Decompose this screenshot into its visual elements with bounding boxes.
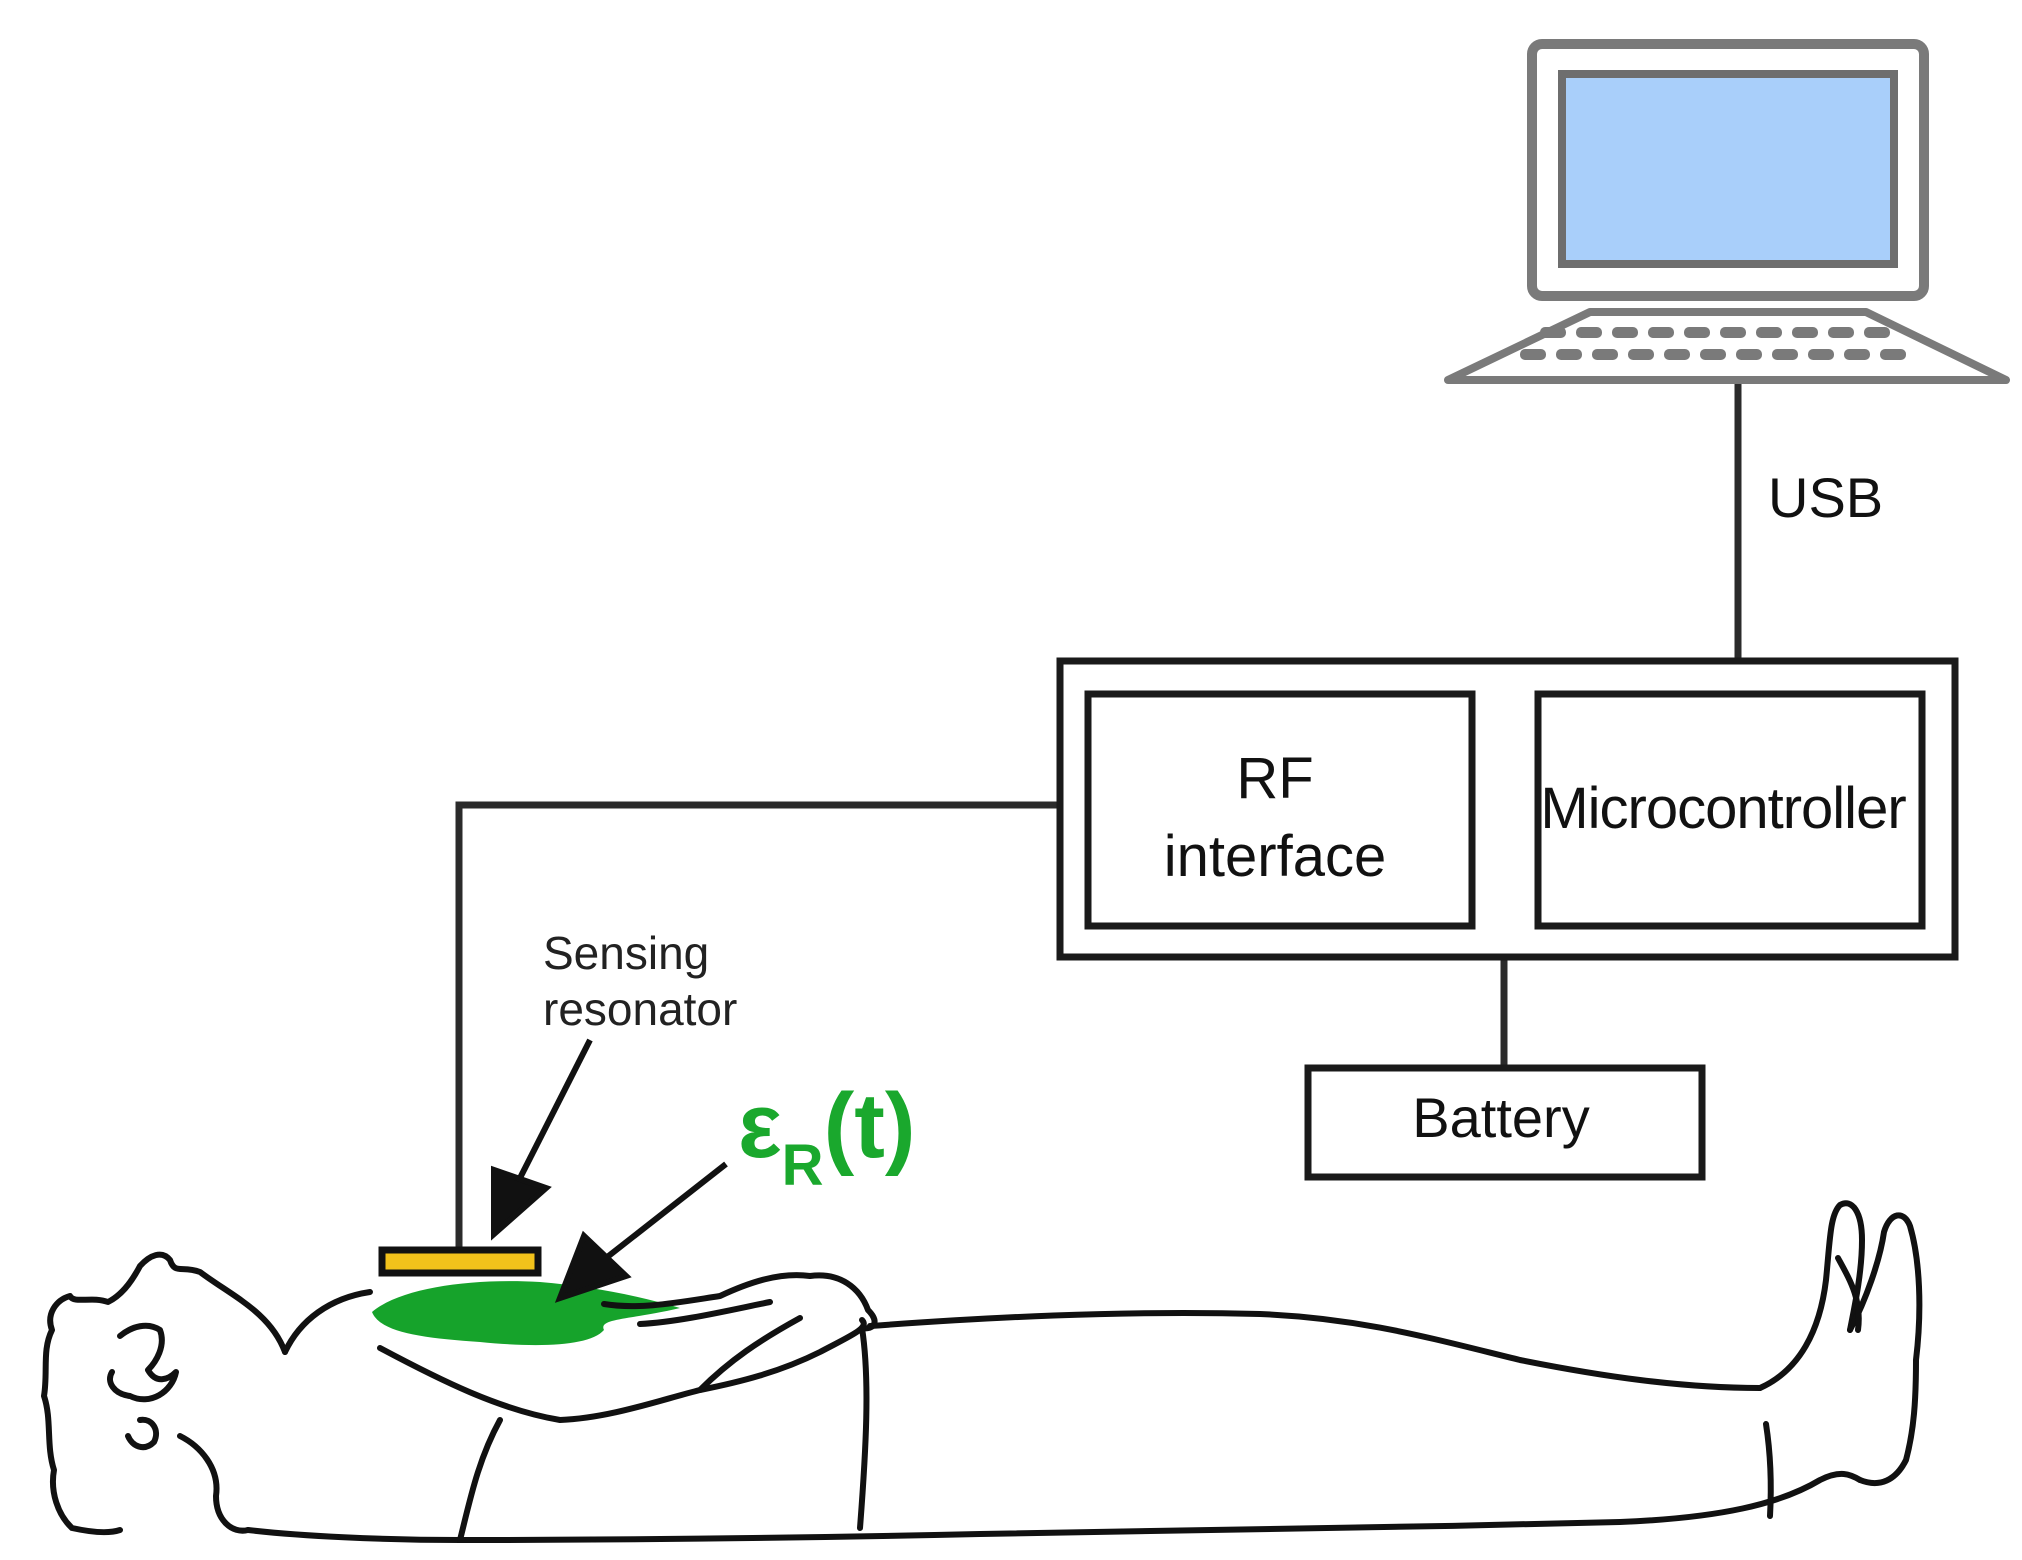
tissue-region [372,1281,680,1346]
electronics-unit [1056,657,1959,1181]
sensing-arrow-shaft [517,1038,593,1180]
rf-interface-label-line1: RF [1236,746,1314,811]
person-lying-figure [41,1200,1923,1543]
sensing-arrow-head [491,1165,552,1241]
rf-interface-label-line2: interface [1163,824,1387,889]
sensing-resonator-label: Sensing resonator [543,925,737,1037]
permittivity-label: εR(t) [738,1080,915,1195]
annotation-arrows [491,1038,728,1303]
rf-interface-box [1084,690,1476,930]
sensing-resonator-label-line2: resonator [543,983,738,1035]
permittivity-symbol: ε [738,1075,782,1177]
usb-label: USB [1768,466,1884,529]
permittivity-argument: (t) [823,1075,916,1177]
permittivity-arrow-head [554,1230,632,1303]
microcontroller-label: Microcontroller [1540,776,1906,841]
resonator-cable [455,801,1088,1250]
battery-box [1304,1064,1706,1181]
sensing-resonator-label-line1: Sensing [543,927,710,979]
rf-interface-label: RF interface [1080,740,1470,896]
permittivity-arrow-shaft [604,1161,728,1261]
permittivity-subscript: R [781,1133,824,1198]
battery-label: Battery [1412,1086,1590,1149]
laptop-icon [1444,39,2010,384]
microcontroller-box [1534,690,1926,930]
sensing-resonator-pad [378,1246,542,1277]
